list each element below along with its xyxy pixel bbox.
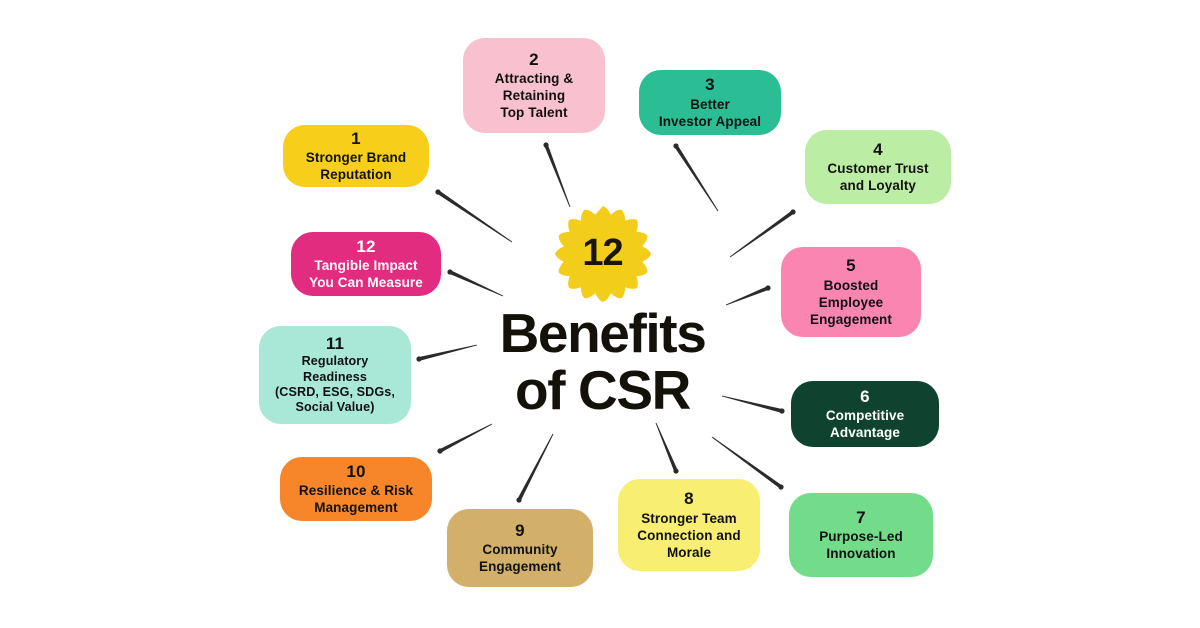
benefit-card-number: 1 [351,128,361,148]
benefit-card-number: 8 [684,489,694,509]
benefit-card-number: 10 [346,461,366,481]
connector-dot [778,484,784,490]
connector-dot [543,142,549,148]
benefit-card-number: 2 [529,49,539,69]
connector-dot [447,269,453,275]
benefit-card-label: Attracting & Retaining Top Talent [494,71,574,121]
benefit-card-number: 5 [846,256,856,276]
benefit-card-label: Boosted Employee Engagement [809,277,892,327]
connector-dot [416,356,422,362]
benefit-card-label: Better Investor Appeal [658,96,762,129]
benefit-card-label: Stronger Team Connection and Morale [637,510,741,560]
connector-line-9 [516,433,554,503]
benefit-card-label: Community Engagement [478,542,561,575]
benefit-card-number: 12 [356,236,376,256]
starburst-badge: 12 [554,205,652,303]
benefit-card-label: Tangible Impact You Can Measure [309,258,423,291]
benefit-card-label: Customer Trust and Loyalty [827,161,929,194]
connector-dot [673,468,679,474]
connector-dot [516,497,522,503]
benefit-card-label: Competitive Advantage [825,408,905,441]
connector-dot [435,189,441,195]
page-title: Benefits of CSR [499,302,707,422]
benefit-card-number: 9 [515,520,525,540]
starburst-icon [554,206,651,302]
benefit-card-label: Regulatory Readiness (CSRD, ESG, SDGs, S… [275,354,395,415]
connector-dot [779,408,785,414]
connector-dot [437,448,443,454]
benefit-card-number: 11 [325,334,345,354]
benefit-card-label: Purpose-Led Innovation [819,529,903,562]
connector-line-3 [673,143,719,212]
connector-dot [790,209,796,215]
badge-number: 12 [582,232,623,274]
center-cluster: 12 Benefits of CSR [455,205,750,420]
connector-line-2 [543,142,571,208]
benefit-card-number: 4 [873,139,883,159]
benefit-card-label: Stronger Brand Reputation [305,150,407,183]
benefit-card-number: 7 [856,507,866,527]
connector-line-8 [655,422,679,474]
benefit-card-number: 6 [860,386,870,406]
connector-line-10 [437,423,493,454]
connector-dot [765,285,771,291]
benefit-card-label: Resilience & Risk Management [298,483,414,516]
connector-dot [673,143,679,149]
benefit-card-number: 3 [705,75,715,95]
